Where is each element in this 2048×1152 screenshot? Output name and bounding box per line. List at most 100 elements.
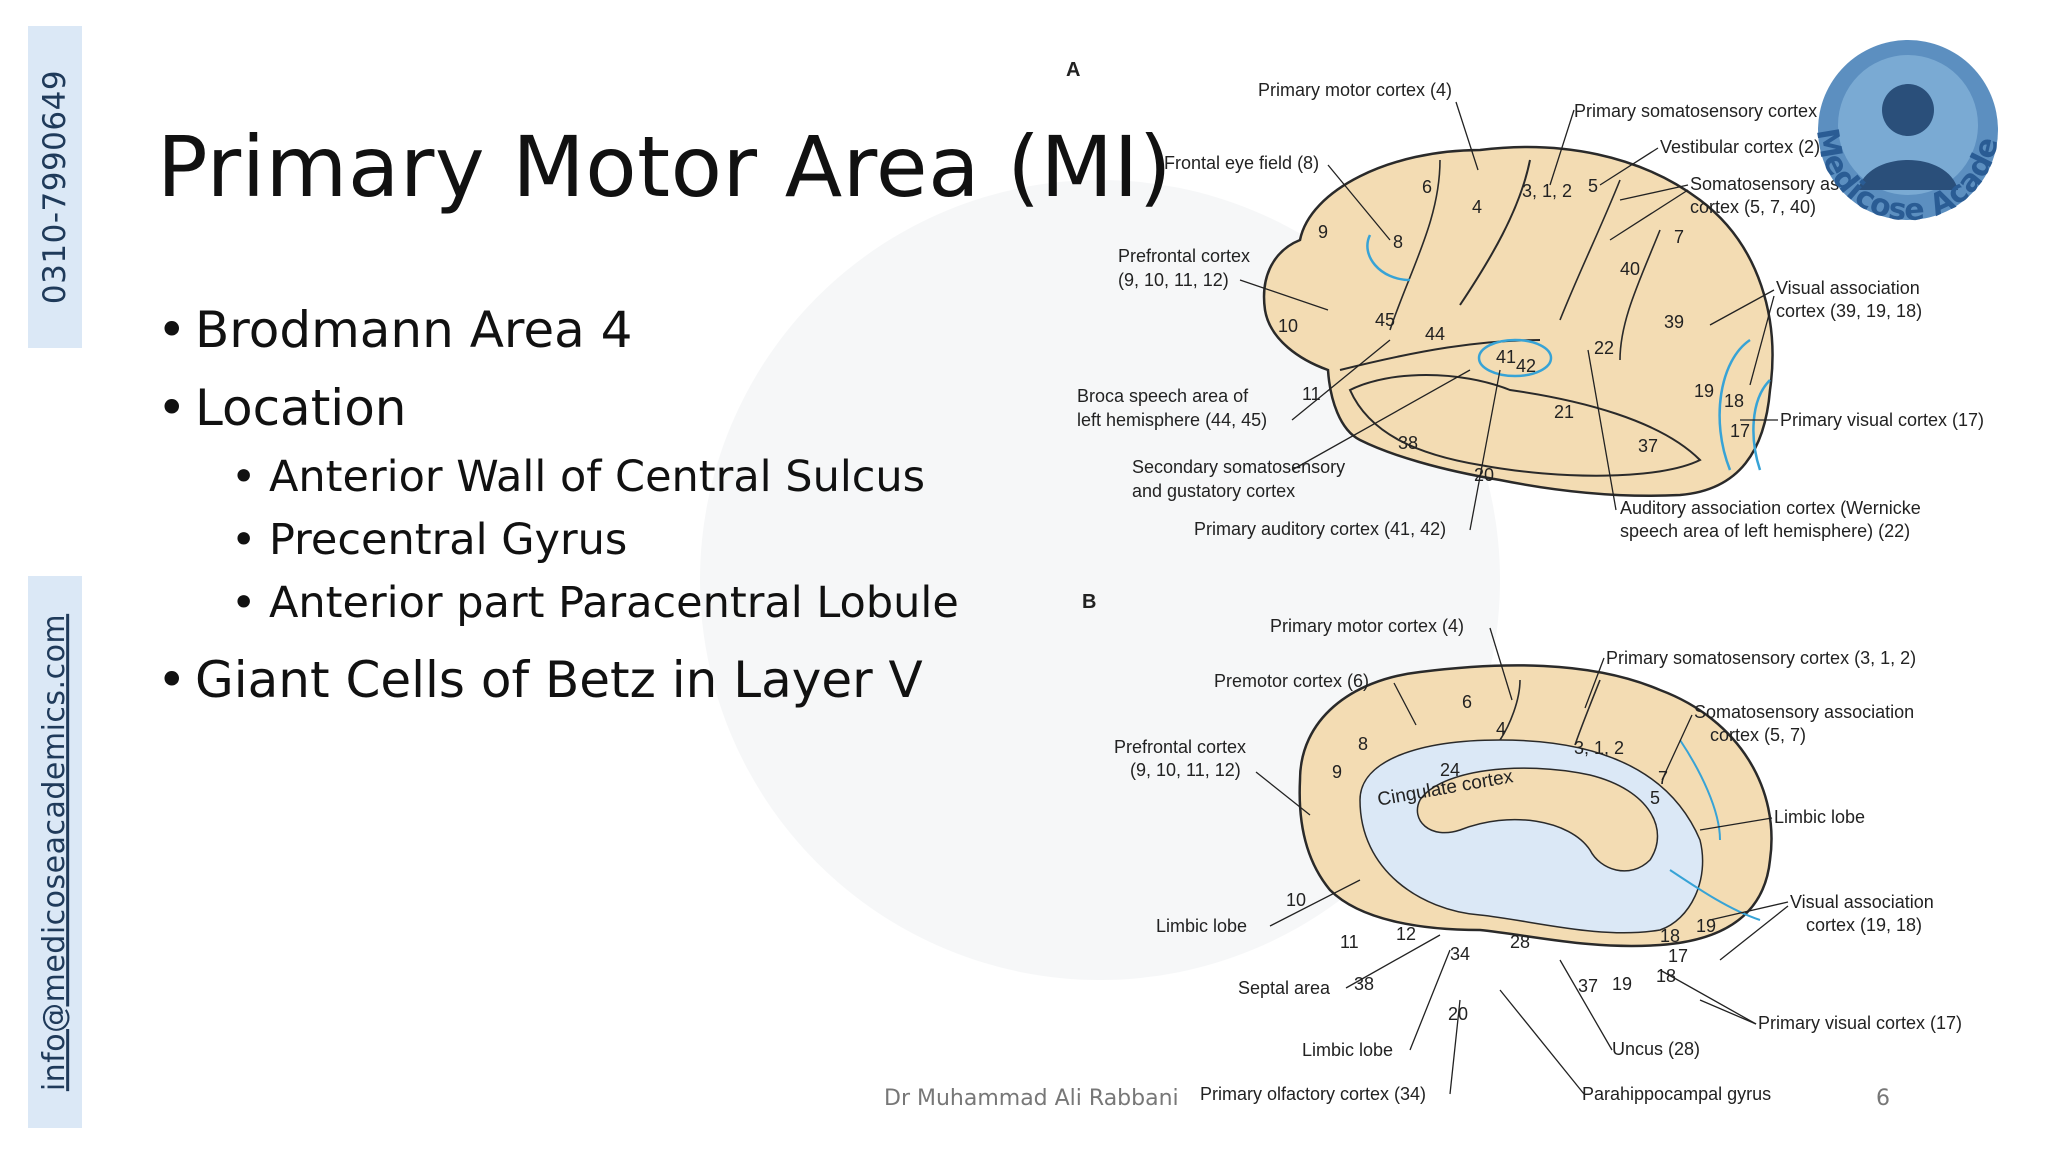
label-prefrontal-b-1: Prefrontal cortex — [1114, 737, 1246, 757]
label-primary-visual-a: Primary visual cortex (17) — [1780, 410, 1984, 430]
slide-title: Primary Motor Area (MI) — [157, 118, 1173, 216]
label-prefrontal-a-1: Prefrontal cortex — [1118, 246, 1250, 266]
area-number: 21 — [1554, 402, 1574, 422]
label-primary-somatosensory-a: Primary somatosensory cortex (3, 1, 2) — [1574, 101, 1884, 121]
label-frontal-eye-field: Frontal eye field (8) — [1164, 153, 1319, 173]
label-primary-motor-b: Primary motor cortex (4) — [1270, 616, 1464, 636]
label-primary-olfactory: Primary olfactory cortex (34) — [1200, 1084, 1426, 1104]
area-number: 18 — [1660, 926, 1680, 946]
central-sulcus — [1459, 159, 1531, 306]
area-number: 18 — [1724, 391, 1744, 411]
primary-auditory-outline — [1477, 338, 1553, 378]
label-broca-2: left hemisphere (44, 45) — [1077, 410, 1267, 430]
label-prefrontal-b-2: (9, 10, 11, 12) — [1130, 760, 1241, 780]
area-number: 19 — [1612, 974, 1632, 994]
area-number: 9 — [1318, 222, 1328, 242]
label-vestibular: Vestibular cortex (2) — [1660, 137, 1820, 157]
area-number: 10 — [1278, 316, 1298, 336]
label-primary-motor-a: Primary motor cortex (4) — [1258, 80, 1452, 100]
bullet-item: Giant Cells of Betz in Layer V — [157, 650, 959, 710]
bullet-item: Location Anterior Wall of Central Sulcus… — [157, 378, 959, 632]
label-somato-assoc-b-2: cortex (5, 7) — [1710, 725, 1806, 745]
label-limbic-lobe-left: Limbic lobe — [1156, 916, 1247, 936]
area-number: 34 — [1450, 944, 1470, 964]
area-number: 10 — [1286, 890, 1306, 910]
label-secondary-somato-2: and gustatory cortex — [1132, 481, 1295, 501]
email-link[interactable]: info@medicoseacademics.com — [37, 613, 73, 1091]
sub-bullet-item: Anterior part Paracentral Lobule — [231, 574, 959, 632]
label-limbic-lobe-bottom: Limbic lobe — [1302, 1040, 1393, 1060]
label-prefrontal-a-2: (9, 10, 11, 12) — [1118, 270, 1229, 290]
label-visual-assoc-a-2: cortex (39, 19, 18) — [1776, 301, 1922, 321]
area-number: 12 — [1396, 924, 1416, 944]
area-number: 40 — [1620, 259, 1640, 279]
area-number: 8 — [1393, 232, 1403, 252]
label-auditory-assoc-1: Auditory association cortex (Wernicke — [1620, 498, 1921, 518]
temporal-lobe — [1348, 374, 1702, 477]
email-tab[interactable]: info@medicoseacademics.com — [28, 576, 82, 1128]
area-number: 19 — [1696, 916, 1716, 936]
corpus-callosum — [1416, 767, 1659, 872]
label-broca-1: Broca speech area of — [1077, 386, 1249, 406]
label-primary-visual-b: Primary visual cortex (17) — [1758, 1013, 1962, 1033]
area-number: 24 — [1440, 760, 1460, 780]
area-number: 5 — [1588, 176, 1598, 196]
area-number: 11 — [1340, 932, 1359, 952]
sub-bullet-list: Anterior Wall of Central Sulcus Precentr… — [231, 448, 959, 632]
logo-emblem: Medicose Academics — [1772, 3, 2005, 228]
area-number: 4 — [1496, 719, 1506, 739]
visual-cortex-outline — [1718, 338, 1751, 471]
area-number: 3, 1, 2 — [1522, 181, 1572, 201]
label-septal-area: Septal area — [1238, 978, 1331, 998]
area-number: 5 — [1650, 788, 1660, 808]
phone-number: 0310-7990649 — [37, 69, 74, 305]
area-number: 11 — [1302, 384, 1321, 404]
label-somato-assoc-b-1: Somatosensory association — [1694, 702, 1914, 722]
area-number: 44 — [1425, 324, 1445, 344]
area-number: 3, 1, 2 — [1574, 738, 1624, 758]
page-number: 6 — [1876, 1086, 1890, 1111]
label-premotor: Premotor cortex (6) — [1214, 671, 1369, 691]
area-number: 41 — [1496, 347, 1516, 367]
area-number: 38 — [1398, 433, 1418, 453]
label-parahippocampal: Parahippocampal gyrus — [1582, 1084, 1771, 1104]
area-number: 18 — [1656, 966, 1676, 986]
label-uncus: Uncus (28) — [1612, 1039, 1700, 1059]
label-primary-auditory: Primary auditory cortex (41, 42) — [1194, 519, 1446, 539]
label-somato-assoc-a-2: cortex (5, 7, 40) — [1690, 197, 1816, 217]
area-number: 45 — [1375, 310, 1395, 330]
medicose-logo: Medicose Academics — [1772, 3, 2018, 260]
label-primary-somatosensory-b: Primary somatosensory cortex (3, 1, 2) — [1606, 648, 1916, 668]
frontal-eye-field-outline — [1366, 234, 1411, 282]
area-number: 38 — [1354, 974, 1374, 994]
label-visual-assoc-b-2: cortex (19, 18) — [1806, 915, 1922, 935]
label-visual-assoc-a-1: Visual association — [1776, 278, 1920, 298]
area-number: 17 — [1668, 946, 1688, 966]
area-number: 22 — [1594, 338, 1614, 358]
area-number: 20 — [1474, 465, 1494, 485]
area-number: 6 — [1462, 692, 1472, 712]
area-number: 19 — [1694, 381, 1714, 401]
area-number: 42 — [1516, 356, 1536, 376]
sub-bullet-item: Anterior Wall of Central Sulcus — [231, 448, 959, 506]
area-number: 28 — [1510, 932, 1530, 952]
area-number: 8 — [1358, 734, 1368, 754]
area-number: 4 — [1472, 197, 1482, 217]
bullet-list: Brodmann Area 4 Location Anterior Wall o… — [157, 300, 959, 728]
sub-bullet-item: Precentral Gyrus — [231, 511, 959, 569]
panel-b-letter: B — [1082, 591, 1096, 613]
brodmann-diagram: A 6 4 3, 1, 2 5 7 9 8 40 39 10 45 44 41 … — [1066, 59, 1984, 1104]
area-number: 37 — [1638, 436, 1658, 456]
phone-tab: 0310-7990649 — [28, 26, 82, 348]
area-number: 39 — [1664, 312, 1684, 332]
panel-a-letter: A — [1066, 59, 1080, 81]
footer-author: Dr Muhammad Ali Rabbani — [884, 1086, 1179, 1111]
area-number: 17 — [1730, 421, 1750, 441]
label-secondary-somato-1: Secondary somatosensory — [1132, 457, 1345, 477]
area-number: 6 — [1422, 177, 1432, 197]
area-number: 9 — [1332, 762, 1342, 782]
brodmann-figure: A 6 4 3, 1, 2 5 7 9 8 40 39 10 45 44 41 … — [1060, 40, 2020, 1120]
area-number: 7 — [1674, 227, 1684, 247]
area-number: 37 — [1578, 976, 1598, 996]
bullet-item: Brodmann Area 4 — [157, 300, 959, 360]
